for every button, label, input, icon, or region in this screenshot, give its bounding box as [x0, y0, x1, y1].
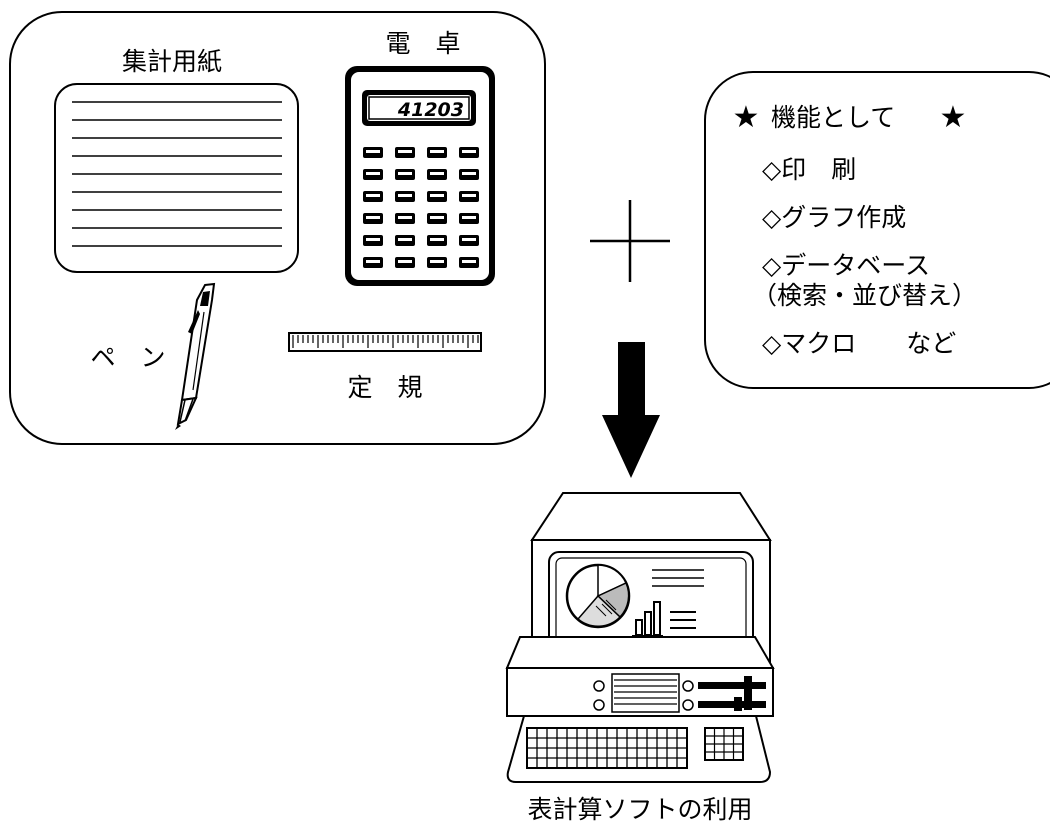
ruler-label: 定 規	[347, 373, 422, 402]
plus-icon	[590, 200, 670, 282]
feature-item-database: ◇データベース	[762, 251, 930, 280]
feature-item-graph: ◇グラフ作成	[762, 203, 906, 232]
star-icon: ★	[940, 100, 967, 135]
down-arrow-icon	[602, 342, 660, 478]
pie-chart-icon	[565, 563, 631, 629]
ruler-icon	[288, 332, 482, 352]
pen-icon	[175, 282, 216, 430]
feature-item-print: ◇印 刷	[762, 155, 856, 184]
pen-label: ペ ン	[90, 343, 165, 372]
computer-icon	[505, 492, 775, 783]
star-icon: ★	[733, 100, 760, 135]
features-title: 機能として	[771, 103, 895, 132]
calculator-keypad	[363, 147, 479, 268]
caption: 表計算ソフトの利用	[527, 795, 752, 824]
calculator-label: 電 卓	[385, 29, 460, 58]
paper-sheet-icon	[54, 83, 299, 273]
tools-panel: 集計用紙 電 卓 41203	[9, 11, 546, 445]
features-panel: ★ 機能として ★ ◇印 刷 ◇グラフ作成 ◇データベース （検索・並び替え） …	[704, 71, 1050, 389]
keyboard-icon	[526, 727, 744, 769]
feature-item-database-note: （検索・並び替え）	[752, 281, 977, 310]
calculator-display: 41203	[397, 99, 464, 121]
feature-item-macro: ◇マクロ など	[762, 329, 956, 358]
calculator-icon: 41203	[345, 66, 495, 286]
paper-label: 集計用紙	[122, 47, 222, 76]
